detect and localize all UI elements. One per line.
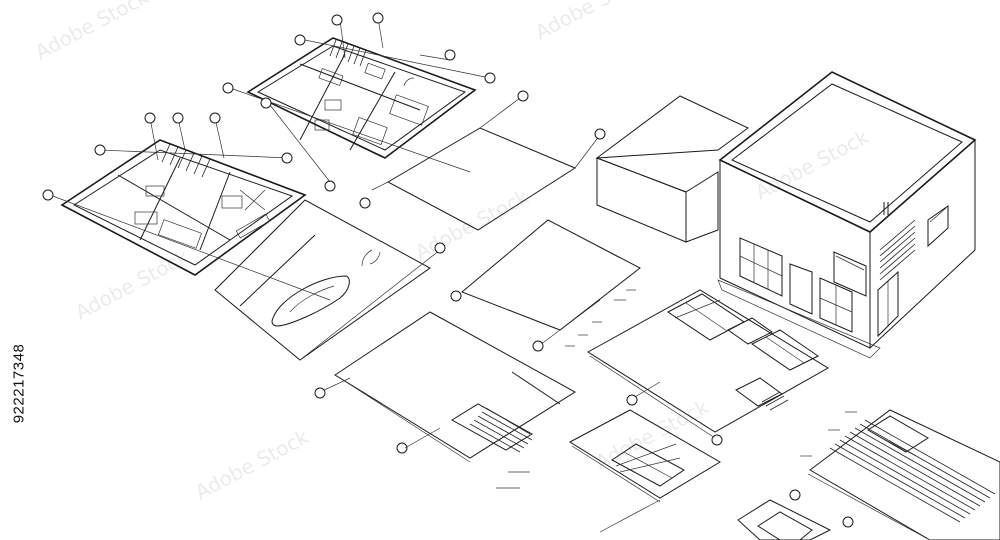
stock-id-text: 922217348 <box>10 343 28 424</box>
watermark-text: Adobe Stock <box>191 424 313 504</box>
front-door <box>789 263 813 315</box>
ground-floor-plan <box>42 112 462 361</box>
watermark-text: Adobe Stock <box>531 0 653 44</box>
house-3d-model <box>595 71 977 359</box>
stock-id-label: 922217348 <box>4 300 34 480</box>
watermark-text: Adobe Stock <box>411 184 533 264</box>
house-side-details <box>877 205 949 338</box>
upper-floor-plan <box>222 12 496 209</box>
watermark-text: Adobe Stock <box>31 0 153 64</box>
ground-stair <box>161 143 211 178</box>
house-front-windows <box>739 237 867 333</box>
elevation-rear <box>569 409 721 533</box>
garage-outline <box>214 199 431 361</box>
site-plan <box>461 219 641 352</box>
elevation-front <box>587 289 829 446</box>
watermark-layer: Adobe Stock Adobe Stock Adobe Stock Adob… <box>31 0 873 504</box>
elevation-lower-right <box>737 409 1000 540</box>
watermark-text: Adobe Stock <box>591 394 713 474</box>
roof-plan <box>371 90 606 231</box>
upper-plan-outline <box>246 37 477 159</box>
garage-box-top <box>595 95 749 159</box>
car-icon <box>271 275 350 327</box>
side-facade <box>869 138 976 350</box>
ground-plan-outline <box>60 139 307 276</box>
watermark-text: Adobe Stock <box>71 244 193 324</box>
elevation-side <box>314 311 576 489</box>
watermark-text: Adobe Stock <box>751 124 873 204</box>
